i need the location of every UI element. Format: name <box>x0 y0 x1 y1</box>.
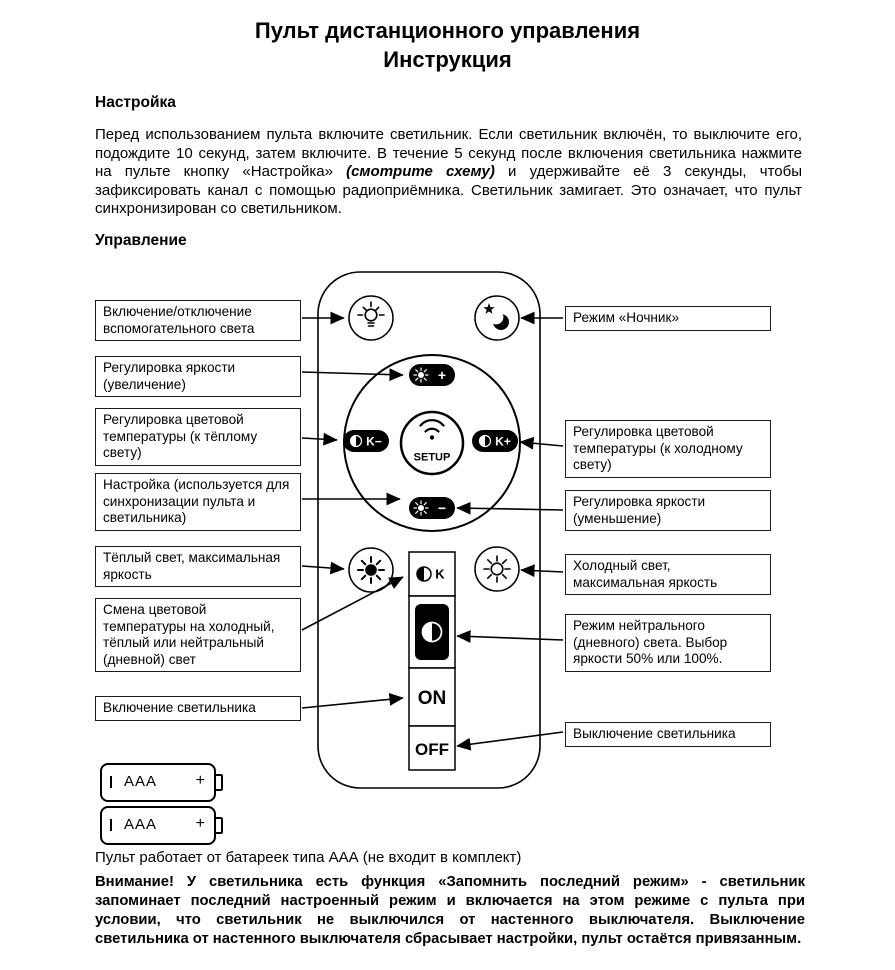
cold-light-button <box>474 546 520 592</box>
label-on: Включение светильника <box>95 696 301 721</box>
battery-note: Пульт работает от батареек типа ААА (не … <box>95 849 522 866</box>
moon-star-icon <box>483 303 509 330</box>
sun-filled-icon <box>357 556 385 584</box>
diagram-arrows <box>301 311 564 751</box>
warning-paragraph: Внимание! У светильника есть функция «За… <box>95 874 805 947</box>
brightness-down-button: − <box>409 497 455 519</box>
warm-light-button <box>348 547 394 593</box>
setup-paragraph-italic: (смотрите схему) <box>346 163 495 180</box>
half-circle-icon <box>478 434 492 448</box>
page-title: Пульт дистанционного управления Инструкц… <box>0 16 895 74</box>
arrow-brightness-up <box>301 368 404 381</box>
arrow-off <box>456 731 564 751</box>
color-temp-cycle-button: K <box>408 551 456 597</box>
label-aux-light: Включение/отключение вспомогательного св… <box>95 300 301 341</box>
temp-cold-button: K+ <box>472 430 518 452</box>
aux-light-button <box>348 295 394 341</box>
page-title-line2: Инструкция <box>383 47 512 72</box>
minus-sign: − <box>438 500 446 516</box>
control-heading: Управление <box>95 232 187 249</box>
label-brightness-down: Регулировка яркости (уменьшение) <box>565 490 771 531</box>
battery-type-label: AAA <box>124 773 158 790</box>
battery-aaa-2: AAA + <box>100 806 223 845</box>
wifi-icon <box>419 419 445 440</box>
arrow-brightness-down <box>456 501 564 515</box>
battery-aaa-1: AAA + <box>100 763 223 802</box>
label-brightness-up: Регулировка яркости (увеличение) <box>95 356 301 397</box>
arrow-warm-light <box>301 561 345 575</box>
setup-heading: Настройка <box>95 94 176 111</box>
setup-paragraph-part1: Перед использованием пульта включите све… <box>95 126 802 180</box>
battery-type-label: AAA <box>124 816 158 833</box>
arrow-temp-cold <box>519 436 564 450</box>
battery-plus-sign: + <box>195 815 205 832</box>
label-night-mode: Режим «Ночник» <box>565 306 771 331</box>
neutral-mode-button <box>408 595 456 669</box>
page-title-line1: Пульт дистанционного управления <box>254 18 641 43</box>
arrow-on <box>301 692 404 709</box>
label-warm-light: Тёплый свет, максимальная яркость <box>95 546 301 587</box>
sun-icon-small <box>413 500 429 516</box>
label-temp-cold: Регулировка цветовой температуры (к холо… <box>565 420 771 478</box>
k-label: K <box>435 567 445 582</box>
k-plus-label: K+ <box>495 435 511 449</box>
arrow-neutral-mode <box>456 630 564 643</box>
setup-paragraph-part2: и удерживайте её 3 секунды, чтобы зафикс… <box>95 163 802 217</box>
night-mode-button <box>474 295 520 341</box>
half-circle-k-icon <box>416 566 432 582</box>
arrow-color-cycle <box>301 576 404 631</box>
brightness-up-button: + <box>409 364 455 386</box>
on-button: ON <box>408 667 456 727</box>
label-off: Выключение светильника <box>565 722 771 747</box>
sun-outline-icon <box>483 555 511 583</box>
lamp-icon <box>357 301 385 327</box>
label-neutral-mode: Режим нейтрального (дневного) света. Выб… <box>565 614 771 672</box>
label-color-cycle: Смена цветовой температуры на холодный, … <box>95 598 301 672</box>
off-label: OFF <box>415 740 449 759</box>
on-label: ON <box>418 688 447 709</box>
battery-terminal-mark <box>110 819 112 831</box>
half-circle-icon <box>349 434 363 448</box>
plus-sign: + <box>438 367 446 383</box>
setup-label: SETUP <box>414 452 451 464</box>
setup-button: SETUP <box>399 410 465 476</box>
label-temp-warm: Регулировка цветовой температуры (к тёпл… <box>95 408 301 466</box>
off-button: OFF <box>408 725 456 771</box>
label-setup: Настройка (используется для синхронизаци… <box>95 473 301 531</box>
sun-icon-small <box>413 367 429 383</box>
battery-terminal-mark <box>110 776 112 788</box>
half-moon-icon <box>421 621 443 643</box>
setup-paragraph: Перед использованием пульта включите све… <box>95 126 802 219</box>
battery-plus-sign: + <box>195 772 205 789</box>
remote-diagram: + − K− K+ <box>301 271 564 789</box>
arrow-temp-warm <box>301 432 338 446</box>
battery-nub <box>214 774 223 791</box>
k-minus-label: K− <box>366 435 382 449</box>
arrow-cold-light <box>520 564 564 578</box>
label-cold-light: Холодный свет, максимальная яркость <box>565 554 771 595</box>
battery-nub <box>214 817 223 834</box>
temp-warm-button: K− <box>343 430 389 452</box>
